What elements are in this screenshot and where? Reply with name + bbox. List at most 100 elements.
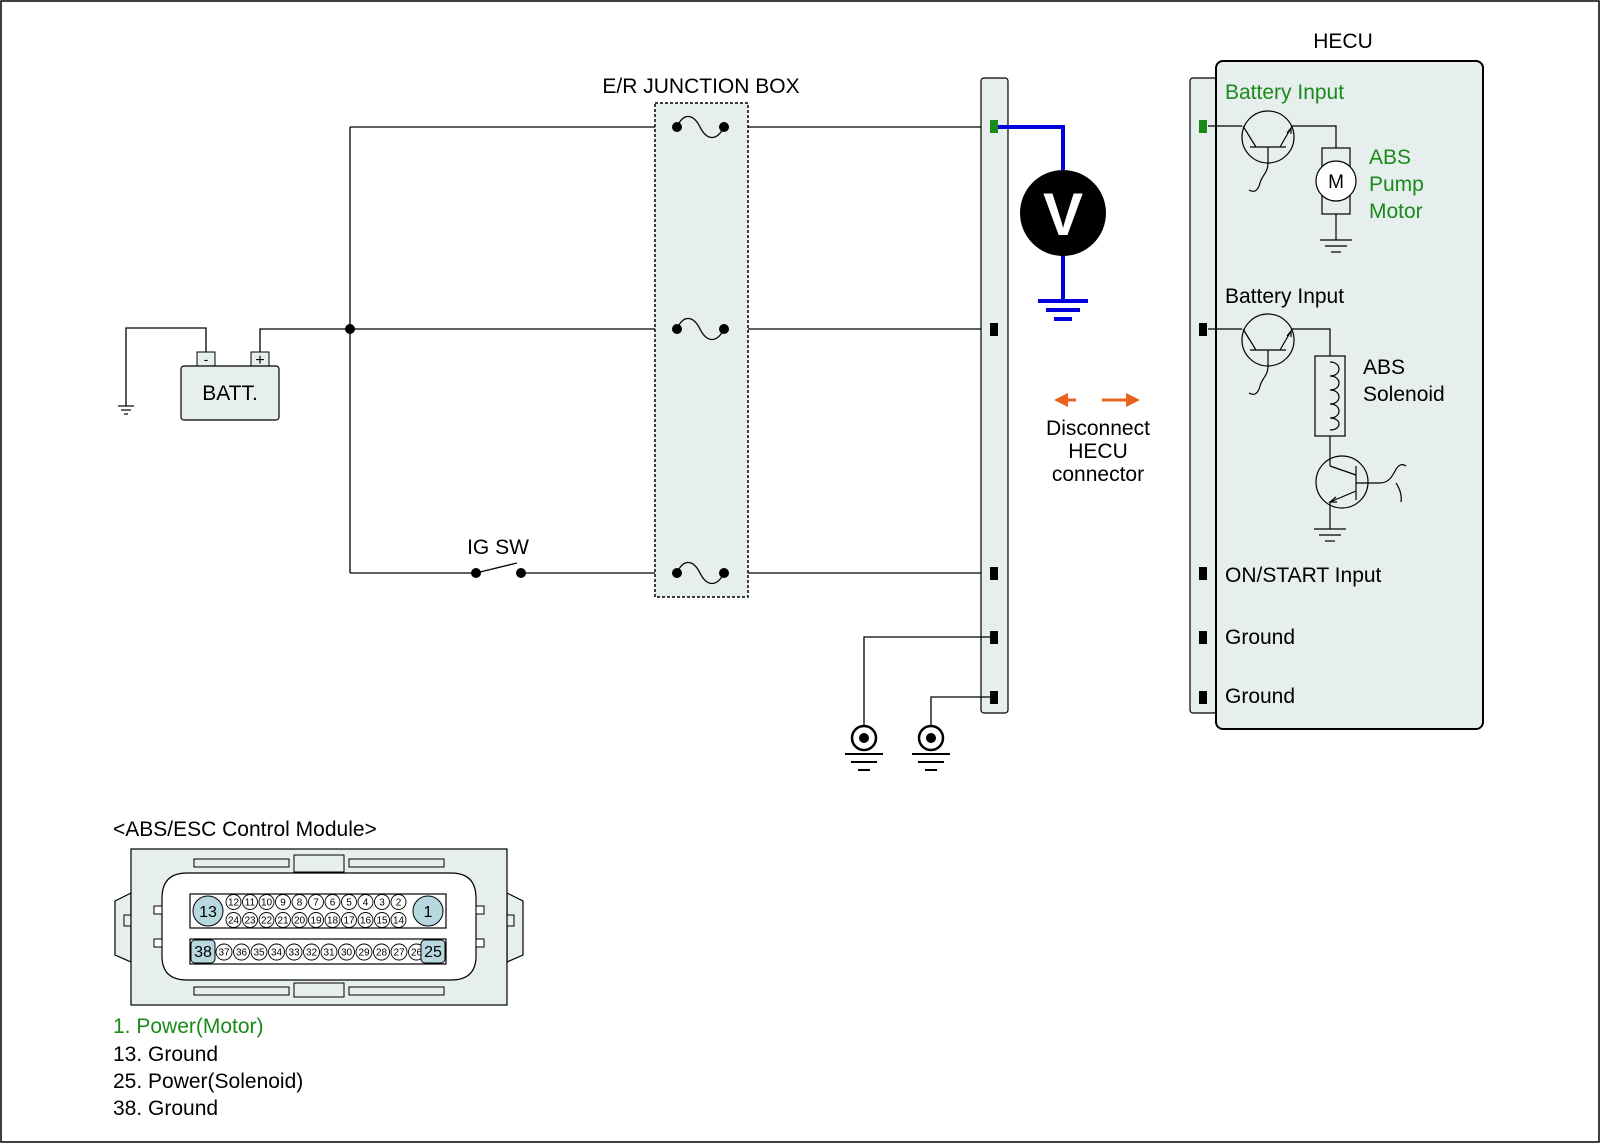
pin-24-label: 24 [228,916,240,927]
pump-motor-icon [1315,147,1357,253]
pin-5 [341,894,357,910]
pin-28-label: 28 [376,948,388,959]
pin-16 [357,912,374,928]
pin-31 [320,943,338,961]
harness-connector [980,77,1009,714]
pin-18 [324,912,341,928]
pin-2 [390,894,407,910]
solenoid-label-line2: Solenoid [1363,383,1445,406]
pin-21 [275,912,291,928]
battery-minus-label: - [204,351,209,367]
pin-20 [291,912,308,928]
pin-30 [338,943,355,961]
battery-plus-label: + [255,352,264,369]
disconnect-label-line1: Disconnect [1046,417,1150,440]
pin-2-label: 2 [396,898,402,909]
pin-10 [258,894,275,910]
pin-9 [275,894,291,910]
solenoid-icon [1314,355,1346,466]
pin-33 [285,943,303,961]
pin-24 [225,912,242,928]
pin-15 [374,912,390,928]
pin-33-label: 33 [288,948,300,959]
pin-28 [373,943,390,961]
pin-11 [242,894,258,910]
battery-ground-symbol [118,405,134,415]
pin-7 [308,894,324,910]
pin-35-label: 35 [253,948,265,959]
pin-10-label: 10 [261,898,273,909]
pin-18-label: 18 [327,916,339,927]
pin-5-label: 5 [346,898,352,909]
hecu-pin-battery-input-1: Battery Input [1225,81,1344,104]
pin-32-label: 32 [306,948,318,959]
pin-9-label: 9 [280,898,286,909]
pin-22 [258,912,275,928]
legend-item-4: 38. Ground [113,1097,218,1120]
fuse-3 [672,561,729,585]
hecu-pin-ground-2: Ground [1225,685,1295,708]
pin-15-label: 15 [376,916,388,927]
chassis-ground-1 [845,724,883,771]
pump-motor-label-line3: Motor [1369,200,1423,223]
pin-23-label: 23 [244,916,256,927]
fuse-1 [672,115,729,139]
pin-1-label: 1 [424,904,433,921]
pin-30-label: 30 [341,948,353,959]
pin-36 [233,943,250,961]
pump-motor-label-line2: Pump [1369,173,1424,196]
hecu-pin-on-start-input: ON/START Input [1225,564,1382,587]
pin-4 [357,894,374,910]
pin-37 [215,943,233,961]
pump-motor-label-line1: ABS [1369,146,1411,169]
pin-14-label: 14 [393,916,405,927]
hecu-title: HECU [1313,30,1373,53]
voltmeter-icon: V [1020,170,1106,256]
transistor-1-icon [1208,110,1337,192]
pin-25-label: 25 [424,944,442,961]
battery: - + BATT. [180,351,280,421]
pin-11-label: 11 [245,898,256,909]
pin-31-label: 31 [323,948,335,959]
legend-item-3: 25. Power(Solenoid) [113,1070,303,1093]
legend-item-2: 13. Ground [113,1043,218,1066]
pin-6-label: 6 [330,898,336,909]
pin-3 [374,894,390,910]
pin-16-label: 16 [360,916,372,927]
er-junction-box: E/R JUNCTION BOX [602,75,800,598]
pin-29 [355,943,373,961]
pin-7-label: 7 [313,898,319,909]
transistor-2-icon [1208,313,1331,395]
pin-27 [390,943,408,961]
solenoid-label-line1: ABS [1363,356,1405,379]
disconnect-arrows-icon [1054,393,1140,407]
legend-item-1: 1. Power(Motor) [113,1015,264,1038]
pin-legend: 1. Power(Motor) 13. Ground 25. Power(Sol… [113,1015,303,1120]
disconnect-label-line2: HECU [1068,440,1128,463]
voltmeter-symbol: V [1043,181,1083,248]
hecu-pin-ground-1: Ground [1225,626,1295,649]
chassis-ground-2 [912,724,950,771]
battery-label: BATT. [202,382,258,405]
pin-23 [242,912,258,928]
pin-22-label: 22 [261,916,273,927]
transistor-3-icon [1314,455,1407,542]
ig-sw-label: IG SW [467,536,529,559]
pin-37-label: 37 [218,948,230,959]
pin-13-label: 13 [199,904,217,921]
pin-21-label: 21 [277,916,289,927]
hecu-module: HECU Battery Input Battery Input ON/STAR… [1189,30,1484,730]
pin-19 [308,912,324,928]
junction-box-title: E/R JUNCTION BOX [602,75,799,98]
connector-title: <ABS/ESC Control Module> [113,818,377,841]
pin-12-label: 12 [228,898,240,909]
pin-14 [390,912,407,928]
pin-20-label: 20 [294,916,306,927]
pin-32 [303,943,320,961]
pin-17-label: 17 [343,916,355,927]
pin-8 [291,894,308,910]
